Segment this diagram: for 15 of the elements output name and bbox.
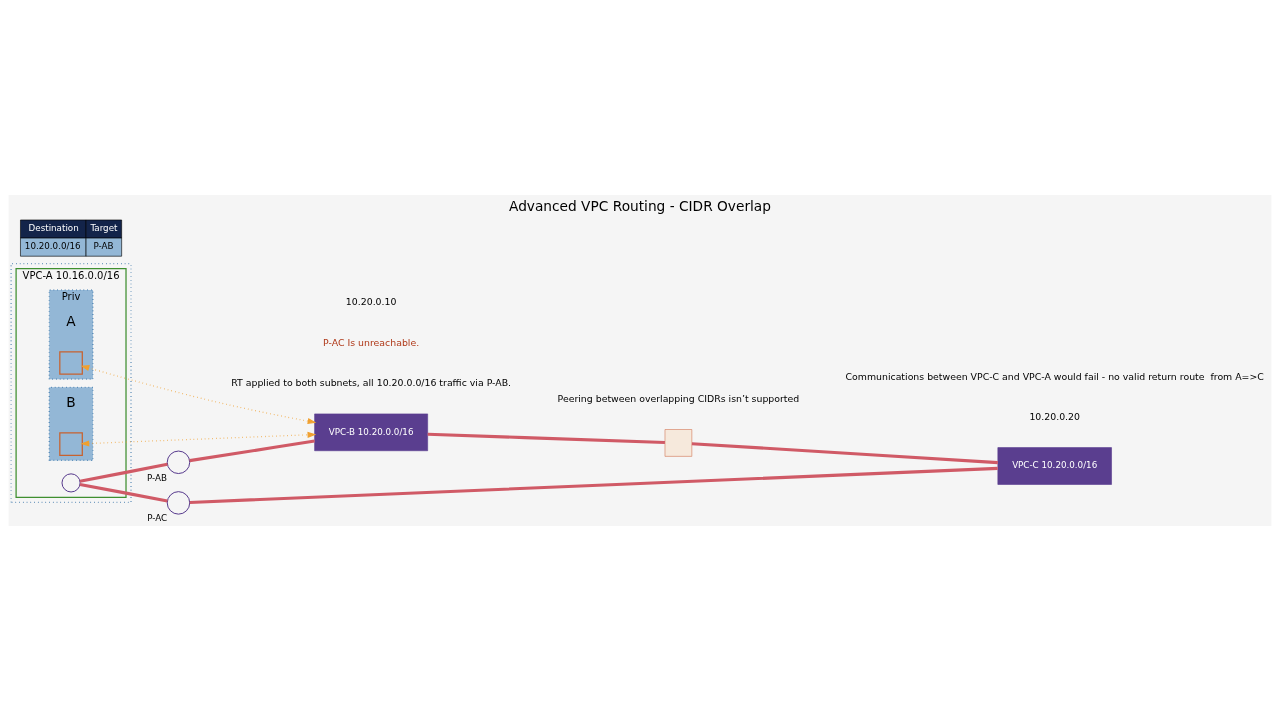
node-label: P-AB [146, 472, 167, 483]
label: P-AC Is unreachable. [323, 336, 420, 348]
label: Destination [28, 222, 79, 233]
node-label: A [66, 312, 76, 329]
node-label: P-AC [147, 512, 168, 523]
label: Communications between VPC-C and VPC-A would fail - no valid return route from A=>C [845, 370, 1264, 382]
label: RT applied to both subnets, all 10.20.0.0/16 traffic via P-AB. [231, 376, 512, 388]
node-label: B [66, 393, 76, 410]
label: P-AB [93, 240, 114, 251]
label: 10.20.0.10 [345, 295, 397, 307]
label: 10.20.0.20 [1029, 410, 1080, 422]
label: 10.20.0.0/16 [24, 240, 81, 251]
label: Peering between overlapping CIDRs isn’t supported [557, 392, 800, 404]
diagram-title: Advanced VPC Routing - CIDR Overlap [509, 197, 771, 214]
label: Target [90, 222, 118, 233]
